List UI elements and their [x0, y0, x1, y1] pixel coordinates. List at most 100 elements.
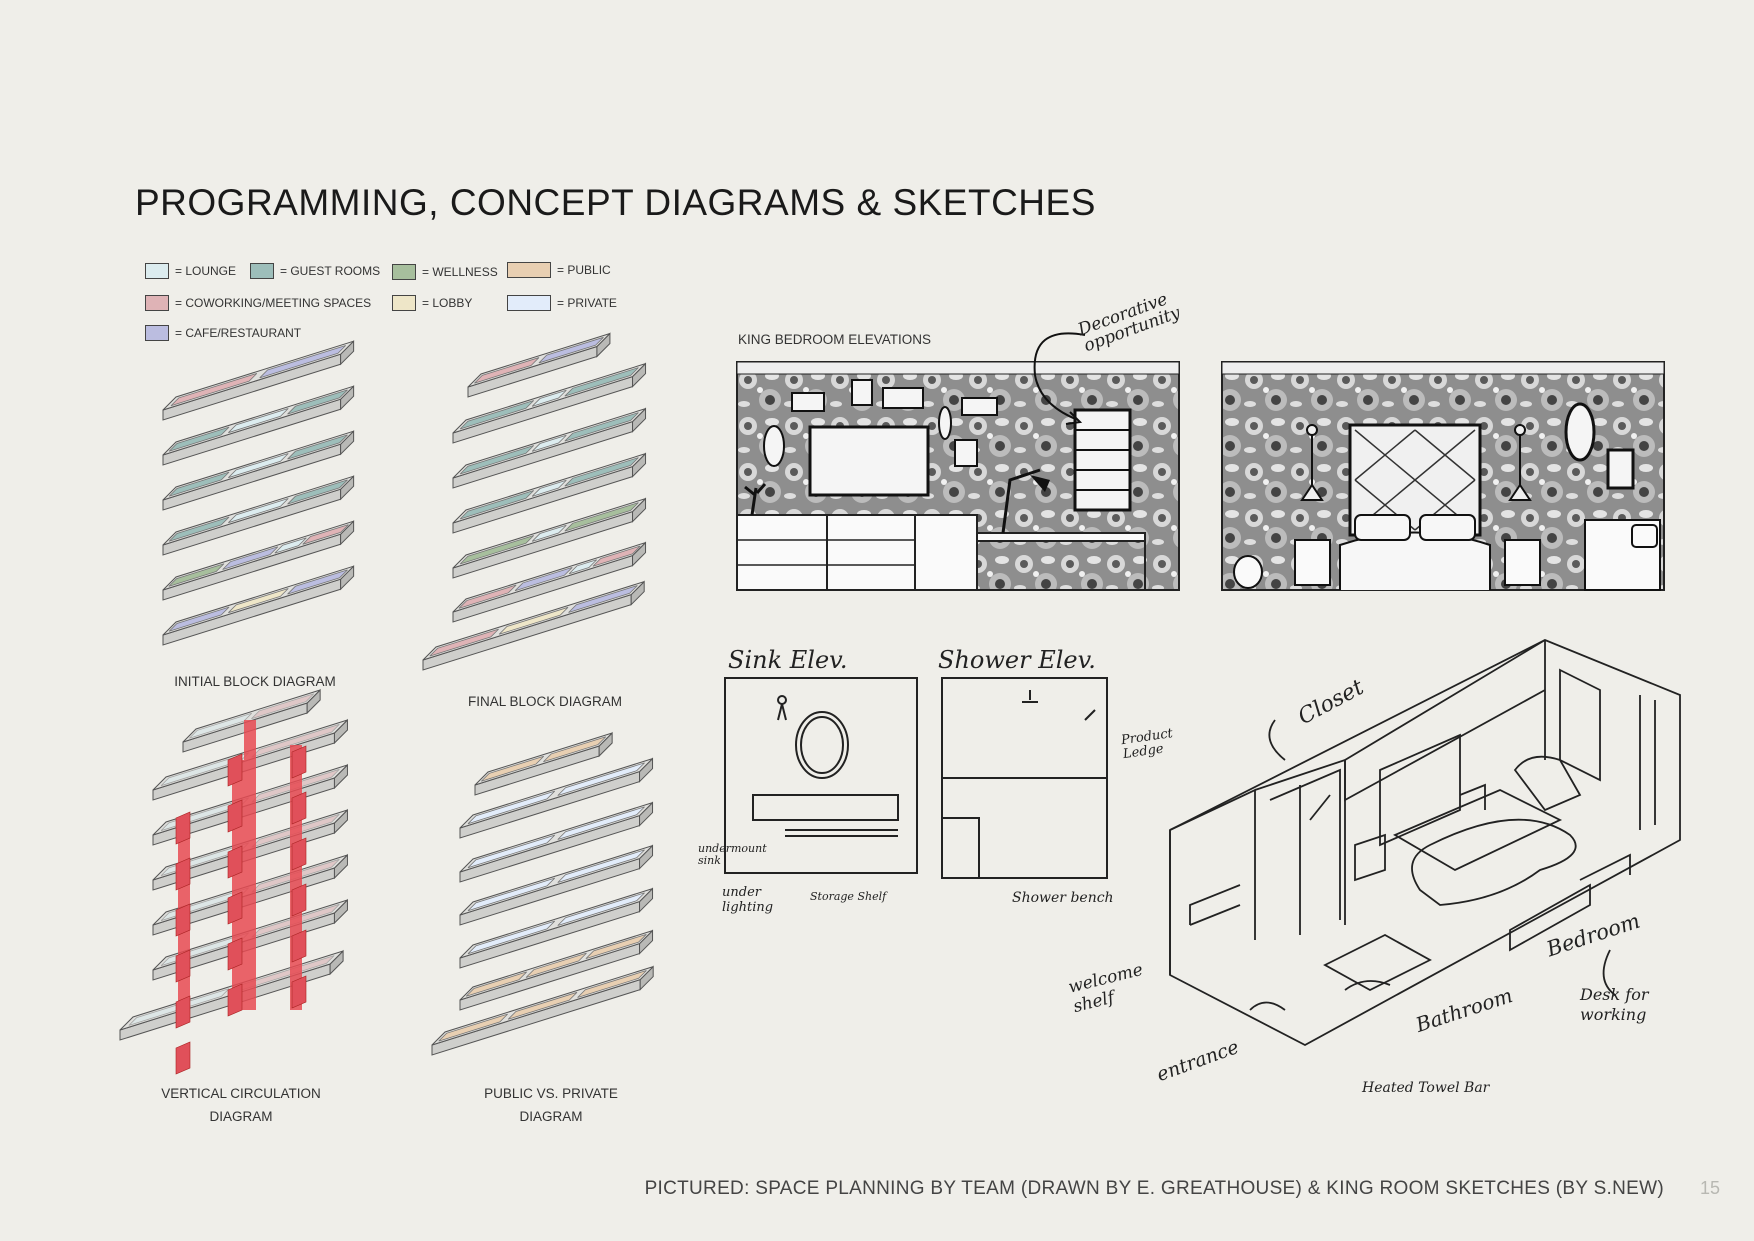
program-zone — [274, 537, 307, 554]
program-zone — [467, 877, 556, 912]
stair-flight — [291, 837, 307, 871]
legend-label: = PRIVATE — [557, 296, 617, 310]
program-zone — [538, 336, 604, 364]
program-zone — [189, 712, 253, 739]
legend-swatch — [507, 295, 551, 311]
legend-label: = LOBBY — [422, 296, 473, 310]
isometric-room-sketch — [1169, 639, 1681, 1047]
program-zone — [459, 490, 535, 520]
program-zone — [168, 563, 225, 587]
legend-item-public: = PUBLIC — [507, 262, 611, 278]
legend-item-lounge: = LOUNGE — [145, 263, 236, 279]
legend-label: = LOUNGE — [175, 264, 237, 278]
stair-flight — [175, 903, 191, 937]
shower-elevation — [941, 677, 1108, 879]
footer-credits: PICTURED: SPACE PLANNING BY TEAM (DRAWN … — [644, 1178, 1664, 1199]
stair-flight — [227, 891, 243, 925]
program-zone — [557, 849, 645, 883]
label-heated-towel-bar: Heated Towel Bar — [1362, 1080, 1490, 1096]
stair-flight — [291, 929, 307, 963]
caption-vertical-circulation: VERTICAL CIRCULATION DIAGRAM — [130, 1082, 352, 1128]
stair-flight — [291, 745, 307, 779]
stair-flight — [227, 799, 243, 833]
caption-line: PUBLIC VS. PRIVATE — [484, 1086, 618, 1101]
king-elevation-right — [1221, 361, 1665, 591]
caption-line: DIAGRAM — [209, 1109, 273, 1124]
program-zone — [287, 389, 348, 415]
stair-flight — [175, 857, 191, 891]
program-zone — [585, 933, 647, 960]
caption-initial-block: INITIAL BLOCK DIAGRAM — [174, 674, 336, 689]
program-zone — [228, 498, 289, 524]
program-zone — [168, 426, 230, 452]
label-storage-shelf: Storage Shelf — [810, 890, 887, 903]
program-zone — [531, 434, 567, 452]
page-number: 15 — [1700, 1178, 1721, 1198]
caption-final-block: FINAL BLOCK DIAGRAM — [467, 694, 623, 709]
program-zone — [228, 453, 289, 479]
king-elevation-left — [736, 361, 1180, 591]
stair-flight — [291, 975, 307, 1009]
legend-swatch — [145, 325, 169, 341]
stair-flight — [227, 845, 243, 879]
program-zone — [458, 584, 517, 609]
program-zone — [459, 535, 535, 565]
program-zone — [507, 991, 578, 1020]
legend-label: = WELLNESS — [422, 265, 498, 279]
stair-flight — [227, 753, 243, 787]
program-zone — [302, 524, 349, 545]
program-zone — [287, 479, 348, 505]
stair-flight — [227, 983, 243, 1017]
program-zone — [498, 606, 569, 635]
legend-swatch — [250, 263, 274, 279]
legend-item-cafe: = CAFE/RESTAURANT — [145, 325, 301, 341]
program-zone — [564, 412, 639, 442]
legend-item-coworking: = COWORKING/MEETING SPACES — [145, 295, 371, 311]
decorative-arrow — [1033, 332, 1086, 421]
legend-item-lobby: = LOBBY — [392, 295, 472, 311]
caption-line: DIAGRAM — [519, 1109, 583, 1124]
caption-king-bedroom: KING BEDROOM ELEVATIONS — [738, 332, 932, 347]
program-zone — [228, 588, 289, 614]
caption-line: VERTICAL CIRCULATION — [161, 1086, 321, 1101]
program-zone — [438, 1013, 508, 1042]
program-zone — [577, 970, 647, 998]
legend-swatch — [507, 262, 551, 278]
label-undermount-sink: undermount sink — [698, 842, 767, 867]
program-zone — [465, 971, 527, 997]
stair-flight — [175, 949, 191, 983]
program-zone — [514, 567, 573, 592]
legend-item-wellness: = WELLNESS — [392, 264, 498, 280]
program-zone — [564, 502, 639, 532]
program-zone — [222, 546, 279, 570]
program-zone — [459, 445, 535, 475]
program-zone — [531, 524, 567, 542]
page-title: PROGRAMMING, CONCEPT DIAGRAMS & SKETCHES — [135, 182, 1096, 223]
program-zone — [531, 389, 567, 407]
stair-flight — [175, 1041, 191, 1075]
program-zone — [168, 606, 230, 632]
caption-public-private: PUBLIC VS. PRIVATE DIAGRAM — [440, 1082, 662, 1128]
legend-swatch — [145, 295, 169, 311]
program-zone — [287, 434, 348, 460]
stair-flight — [291, 791, 307, 825]
program-zone — [543, 736, 607, 763]
program-zone — [568, 559, 597, 575]
program-zone — [467, 920, 556, 955]
program-zone — [459, 400, 535, 430]
program-zone — [474, 357, 540, 384]
program-zone — [259, 345, 346, 379]
circulation-core — [244, 720, 256, 1010]
label-under-lighting: under lighting — [722, 885, 774, 915]
program-zone — [525, 952, 587, 978]
program-zone — [557, 762, 645, 796]
stair-flight — [227, 937, 243, 971]
program-zone — [170, 372, 258, 407]
legend-swatch — [392, 295, 416, 311]
program-zone — [251, 693, 315, 720]
program-zone — [564, 367, 639, 397]
program-zone — [168, 471, 230, 497]
stair-flight — [175, 811, 191, 845]
